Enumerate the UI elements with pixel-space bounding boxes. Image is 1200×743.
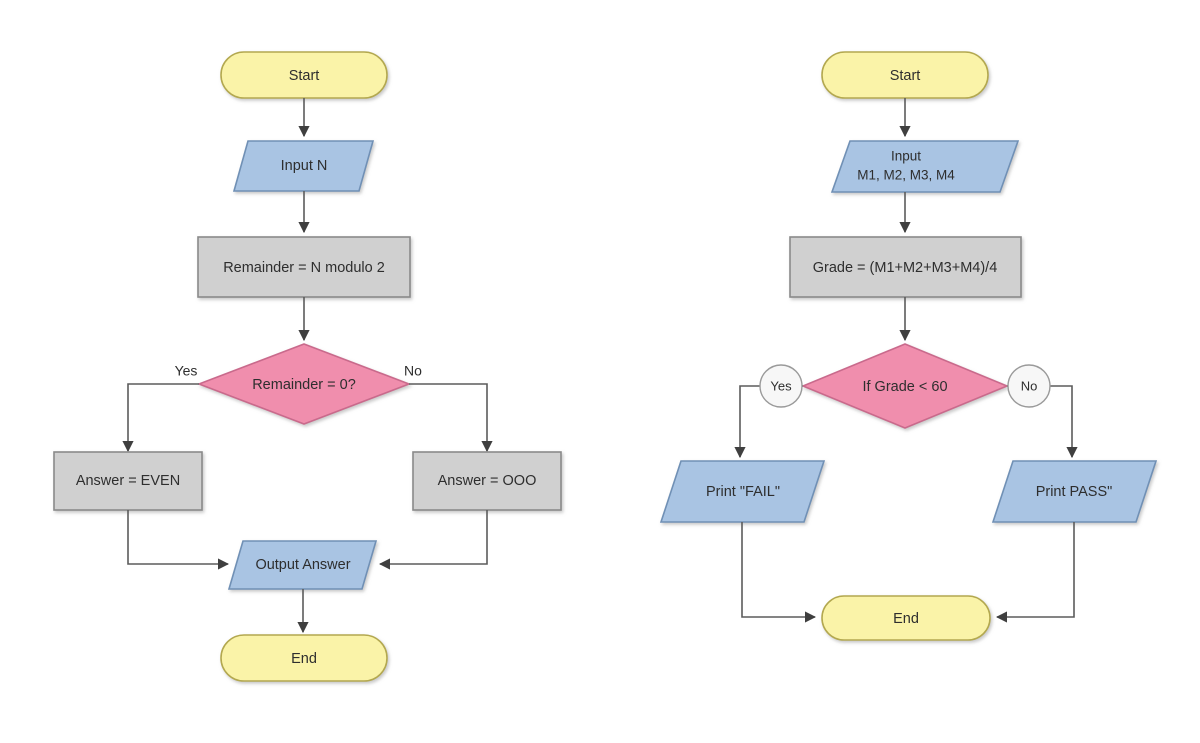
node-left-answer-odd-label: Answer = OOO (438, 473, 537, 489)
node-left-answer-even-label: Answer = EVEN (76, 473, 180, 489)
decision-shape (800, 343, 1010, 429)
node-right-input-label-line2: M1, M2, M3, M4 (857, 168, 955, 183)
node-right-print-pass[interactable]: Print PASS" (991, 460, 1158, 523)
node-left-start-label: Start (289, 68, 320, 84)
node-left-input[interactable]: Input N (232, 140, 375, 192)
node-left-start[interactable]: Start (220, 51, 388, 99)
process-shape (789, 236, 1022, 298)
io-shape (232, 140, 375, 192)
process-shape (197, 236, 411, 298)
node-left-decision-label: Remainder = 0? (252, 377, 356, 393)
node-right-process[interactable]: Grade = (M1+M2+M3+M4)/4 (789, 236, 1022, 298)
io-shape (227, 540, 378, 590)
node-left-answer-even[interactable]: Answer = EVEN (53, 451, 203, 511)
node-left-end[interactable]: End (220, 634, 388, 682)
node-left-process[interactable]: Remainder = N modulo 2 (197, 236, 411, 298)
connector-left-even-to-output (127, 510, 230, 570)
node-right-input[interactable]: Input M1, M2, M3, M4 (830, 140, 1020, 193)
io-shape (659, 460, 826, 523)
node-right-end[interactable]: End (821, 595, 991, 641)
edge-label-left-yes: Yes (175, 363, 198, 379)
node-right-input-label-line1: Input (891, 149, 921, 164)
io-shape (830, 140, 1020, 193)
connector-right-yes-to-fail (734, 385, 762, 459)
node-left-decision[interactable]: Remainder = 0? (196, 343, 412, 425)
process-shape (412, 451, 562, 511)
node-right-decision[interactable]: If Grade < 60 (800, 343, 1010, 429)
node-left-end-label: End (291, 651, 317, 667)
edge-label-right-yes: Yes (770, 378, 792, 393)
node-right-decision-label: If Grade < 60 (862, 379, 947, 395)
connector-left-decision-no (409, 383, 493, 453)
flowchart-even-odd: Start Input N Remainder = N modulo 2 R (53, 51, 562, 682)
connector-right-pass-to-end (995, 522, 1075, 623)
node-left-process-label: Remainder = N modulo 2 (223, 260, 385, 276)
node-right-process-label: Grade = (M1+M2+M3+M4)/4 (813, 260, 998, 276)
terminator-shape (220, 634, 388, 682)
node-left-output-label: Output Answer (255, 557, 350, 573)
badge-circle (759, 364, 803, 408)
edge-label-left-no: No (404, 363, 422, 379)
node-right-start-label: Start (890, 68, 921, 84)
connector-right-fail-to-end (741, 522, 817, 623)
terminator-shape (821, 595, 991, 641)
node-left-output[interactable]: Output Answer (227, 540, 378, 590)
edge-badge-right-no[interactable]: No (1007, 364, 1051, 408)
connector-left-odd-to-output (378, 510, 488, 570)
badge-circle (1007, 364, 1051, 408)
node-left-input-label: Input N (281, 158, 328, 174)
flowchart-pass-fail: Start Input M1, M2, M3, M4 Grade = (M1+M… (659, 51, 1158, 641)
node-right-end-label: End (893, 611, 919, 627)
node-left-answer-odd[interactable]: Answer = OOO (412, 451, 562, 511)
node-right-print-fail[interactable]: Print "FAIL" (659, 460, 826, 523)
connector-right-no-to-pass (1050, 385, 1078, 459)
node-right-start[interactable]: Start (821, 51, 989, 99)
connector-left-decision-yes (122, 383, 199, 453)
decision-shape (196, 343, 412, 425)
node-right-print-pass-label: Print PASS" (1036, 484, 1113, 500)
io-shape (991, 460, 1158, 523)
process-shape (53, 451, 203, 511)
edge-label-right-no: No (1021, 378, 1038, 393)
node-right-print-fail-label: Print "FAIL" (706, 484, 780, 500)
edge-badge-right-yes[interactable]: Yes (759, 364, 803, 408)
